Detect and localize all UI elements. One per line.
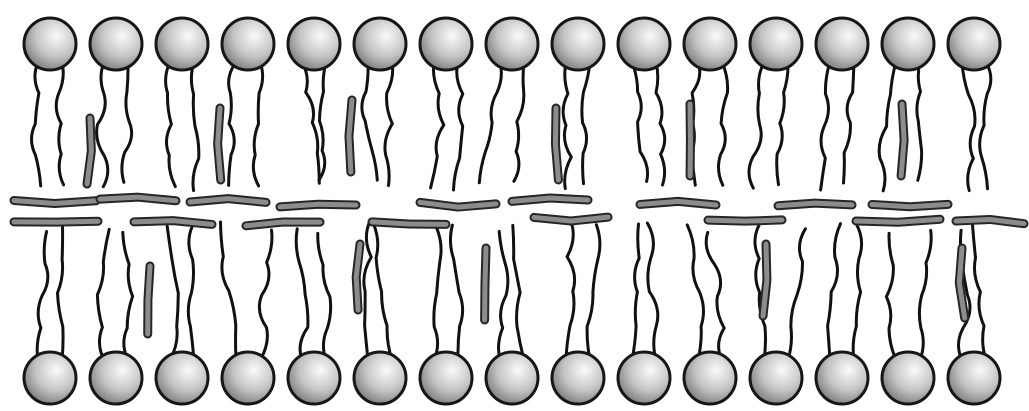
midplane-inclusion	[778, 203, 852, 206]
upper-lipid-head	[354, 18, 406, 70]
lower-lipid-head	[684, 352, 736, 404]
upper-lipid-head	[24, 18, 76, 70]
upper-lipid-head	[618, 18, 670, 70]
lower-lipid-head	[750, 352, 802, 404]
lower-lipid-head	[552, 352, 604, 404]
upper-lipid-head	[948, 18, 1000, 70]
midplane-inclusion	[14, 221, 98, 222]
lower-lipid-head	[90, 352, 142, 404]
lower-lipid-head	[288, 352, 340, 404]
midplane-inclusion	[708, 220, 782, 221]
lower-lipid-head	[882, 352, 934, 404]
upper-lipid-head	[816, 18, 868, 70]
midplane-inclusion	[872, 204, 948, 206]
lower-lipid-head	[948, 352, 1000, 404]
lower-lipid-head	[420, 352, 472, 404]
upper-lipid-head	[882, 18, 934, 70]
upper-lipid-head	[156, 18, 208, 70]
upper-lipid-head	[90, 18, 142, 70]
upper-lipid-head	[222, 18, 274, 70]
upper-lipid-head	[750, 18, 802, 70]
lower-vertical-inclusion	[485, 248, 486, 320]
lower-lipid-head	[354, 352, 406, 404]
upper-lipid-head	[486, 18, 538, 70]
lower-lipid-head	[816, 352, 868, 404]
upper-lipid-head	[684, 18, 736, 70]
lower-lipid-head	[618, 352, 670, 404]
lower-vertical-inclusion	[148, 266, 150, 334]
upper-lipid-head	[420, 18, 472, 70]
lower-lipid-head	[486, 352, 538, 404]
lower-lipid-head	[24, 352, 76, 404]
upper-lipid-head	[288, 18, 340, 70]
midplane-inclusion	[280, 204, 356, 207]
lower-lipid-head	[156, 352, 208, 404]
lower-lipid-head	[222, 352, 274, 404]
midplane-inclusion	[372, 222, 446, 225]
upper-lipid-head	[552, 18, 604, 70]
